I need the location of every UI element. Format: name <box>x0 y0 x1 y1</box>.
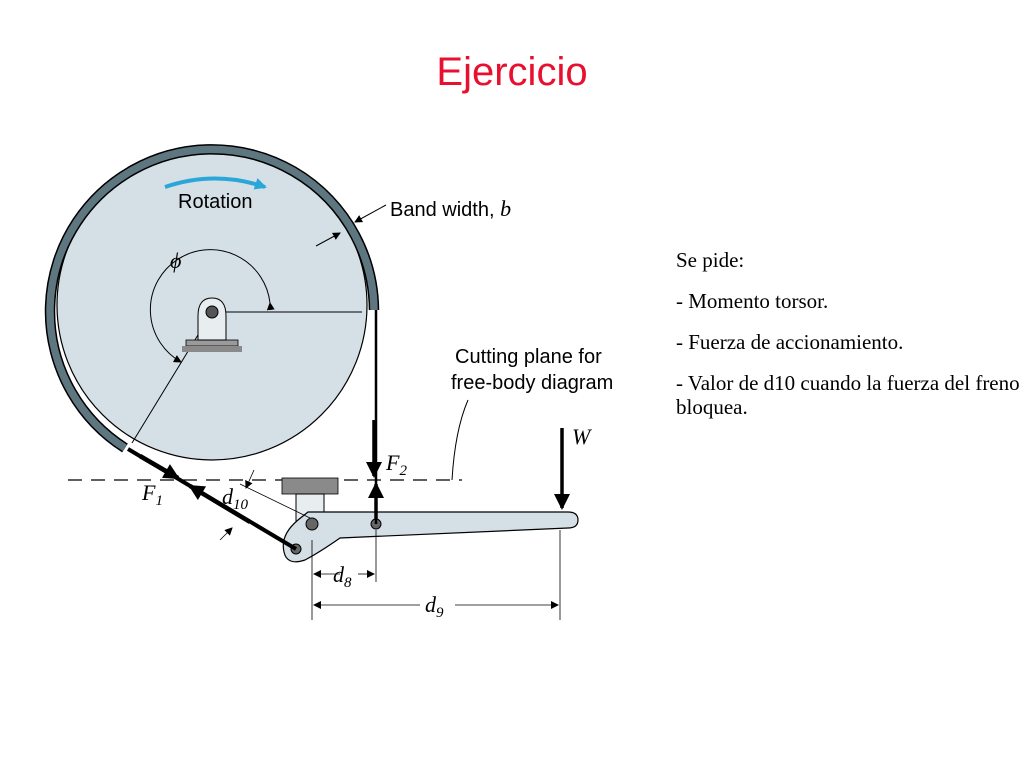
notes-item-2: - Fuerza de accionamiento. <box>676 330 904 354</box>
rotation-arrow-icon <box>164 176 267 190</box>
page-title: Ejercicio <box>436 50 588 94</box>
cutting-plane-label-2: free-body diagram <box>451 372 613 394</box>
f2-label: F2 <box>385 450 407 479</box>
phi-angle-arc <box>149 249 275 363</box>
d9-label: d9 <box>425 592 444 621</box>
notes-item-3: - Valor de d10 cuando la fuerza del fren… <box>676 371 1020 419</box>
f1-arrow-reaction <box>188 484 252 524</box>
d8-label: d8 <box>333 562 352 591</box>
notes-heading: Se pide: <box>676 248 745 272</box>
notes-item-1: - Momento torsor. <box>676 289 829 313</box>
band-width-label: Band width, b <box>390 196 511 221</box>
f1-arrow <box>138 454 180 480</box>
brake-lever <box>282 511 579 563</box>
d10-label: d10 <box>222 484 249 513</box>
exercise-notes: Se pide: - Momento torsor. - Fuerza de a… <box>676 248 1021 436</box>
rotation-label: Rotation <box>178 191 253 213</box>
f1-label: F1 <box>141 480 163 509</box>
w-label: W <box>572 424 592 449</box>
drum-pivot-support <box>182 297 242 352</box>
cutting-plane-label-1: Cutting plane for <box>455 346 602 368</box>
